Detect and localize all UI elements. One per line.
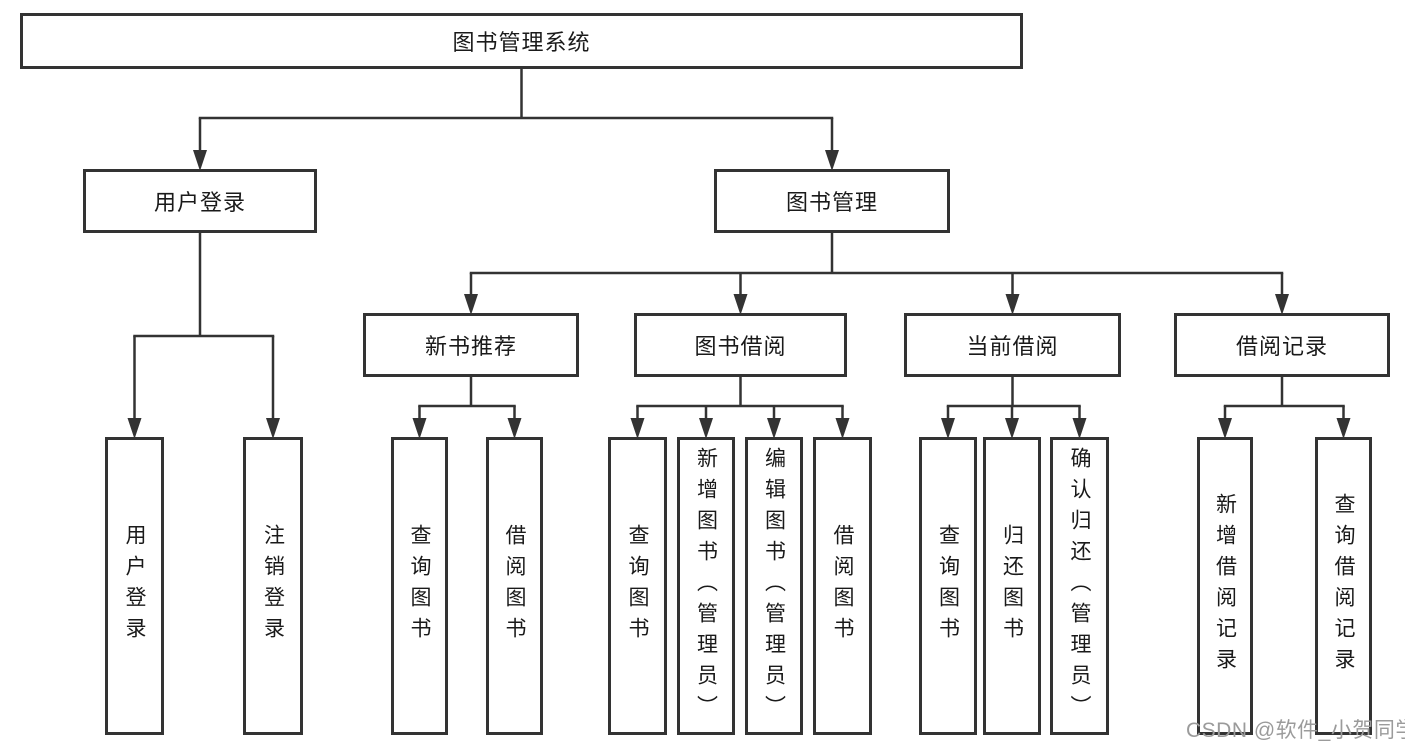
arrowhead-icon: [266, 418, 280, 439]
node-label: 注销登录: [261, 524, 285, 648]
node-label: 新增借阅记录: [1213, 493, 1237, 679]
arrowhead-icon: [733, 294, 748, 315]
node-label: 图书管理系统: [452, 30, 591, 55]
arrowhead-icon: [1275, 294, 1289, 315]
arrowhead-icon: [127, 418, 142, 439]
node-root: 图书管理系统: [20, 13, 1023, 69]
node-label: 查询借阅记录: [1332, 493, 1355, 679]
arrowhead-icon: [835, 418, 850, 439]
node-label: 借阅图书: [503, 524, 526, 648]
node-leaf-user-login: 用户登录: [105, 437, 164, 735]
node-borrow-records: 借阅记录: [1174, 313, 1390, 377]
node-label: 查询图书: [626, 524, 649, 648]
edge-group-new-book-rec: [412, 377, 522, 439]
edge-group-book-mgmt: [464, 233, 1289, 315]
node-leaf-add-rec: 新增借阅记录: [1197, 437, 1253, 735]
node-current-borrow: 当前借阅: [904, 313, 1121, 377]
node-label: 当前借阅: [966, 334, 1059, 359]
arrowhead-icon: [1218, 418, 1232, 439]
arrowhead-icon: [1336, 418, 1351, 439]
edge-group-borrow-records: [1218, 377, 1351, 439]
node-label: 图书管理: [785, 190, 878, 215]
node-leaf-query-cur: 查询图书: [919, 437, 977, 735]
arrowhead-icon: [699, 418, 713, 439]
node-label: 确认归还（管理员）: [1068, 446, 1091, 726]
arrowhead-icon: [464, 294, 478, 315]
node-label: 新书推荐: [424, 334, 517, 359]
node-leaf-borrow-new: 借阅图书: [486, 437, 543, 735]
node-leaf-add-book: 新增图书（管理员）: [677, 437, 735, 735]
node-label: 用户登录: [153, 190, 246, 215]
node-label: 图书借阅: [694, 334, 787, 359]
arrowhead-icon: [630, 418, 645, 439]
node-label: 编辑图书（管理员）: [762, 446, 786, 726]
arrowhead-icon: [1005, 294, 1020, 315]
node-label: 用户登录: [123, 524, 146, 648]
node-leaf-return: 归还图书: [983, 437, 1041, 735]
node-user-login: 用户登录: [83, 169, 317, 233]
node-leaf-query-new: 查询图书: [391, 437, 448, 735]
arrowhead-icon: [193, 150, 207, 171]
node-label: 查询图书: [408, 524, 431, 648]
arrowhead-icon: [1005, 418, 1019, 439]
arrowhead-icon: [412, 418, 427, 439]
arrowhead-icon: [767, 418, 781, 439]
node-label: 借阅图书: [831, 524, 854, 648]
node-leaf-logout: 注销登录: [243, 437, 303, 735]
arrowhead-icon: [941, 418, 955, 439]
arrowhead-icon: [825, 150, 839, 171]
node-book-borrow: 图书借阅: [634, 313, 847, 377]
node-new-book-rec: 新书推荐: [363, 313, 579, 377]
node-label: 查询图书: [936, 524, 960, 648]
edge-group-root: [193, 69, 839, 171]
node-leaf-confirm: 确认归还（管理员）: [1050, 437, 1109, 735]
arrowhead-icon: [1072, 418, 1087, 439]
node-book-mgmt: 图书管理: [714, 169, 950, 233]
node-label: 新增图书（管理员）: [694, 446, 718, 726]
node-label: 归还图书: [1000, 524, 1024, 648]
node-leaf-edit-book: 编辑图书（管理员）: [745, 437, 803, 735]
edge-group-book-borrow: [630, 377, 850, 439]
node-label: 借阅记录: [1235, 334, 1328, 359]
node-leaf-query-bb: 查询图书: [608, 437, 667, 735]
node-leaf-borrow-bb: 借阅图书: [813, 437, 872, 735]
edge-group-user-login: [127, 233, 280, 439]
edge-group-current-borrow: [941, 377, 1087, 439]
arrowhead-icon: [507, 418, 522, 439]
node-leaf-query-rec: 查询借阅记录: [1315, 437, 1372, 735]
watermark: CSDN @软件_小贺同学: [1186, 719, 1405, 742]
